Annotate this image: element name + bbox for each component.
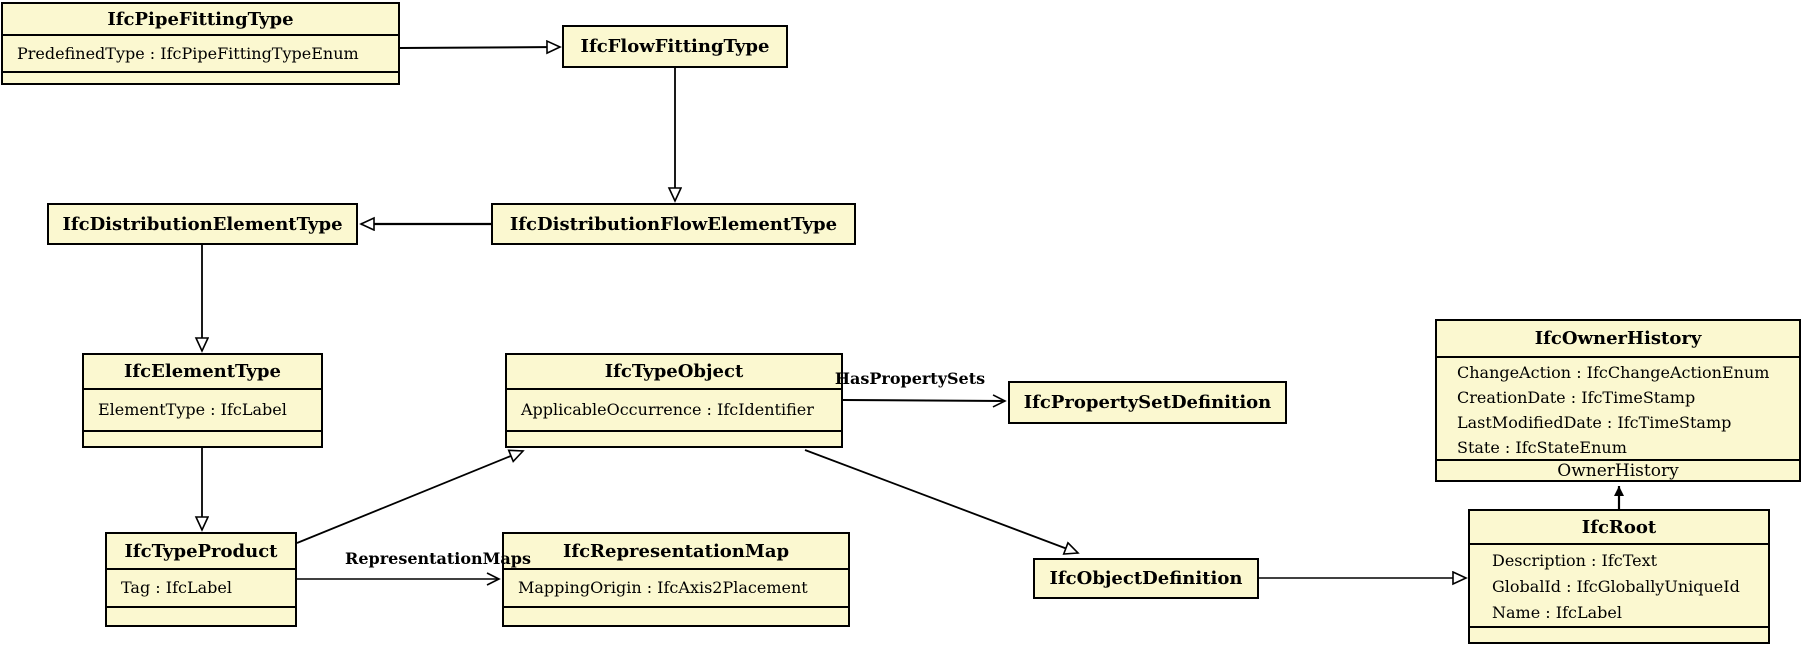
class-attribute: ChangeAction : IfcChangeActionEnum: [1457, 363, 1770, 382]
class-title: IfcPipeFittingType: [107, 8, 294, 30]
edge-label-ownerhistory: OwnerHistory: [1437, 459, 1799, 481]
class-title: IfcOwnerHistory: [1534, 328, 1702, 349]
class-box-ifcpropertysetdefinition[interactable]: IfcPropertySetDefinition: [1008, 381, 1287, 424]
class-box-ifctypeproduct[interactable]: IfcTypeProduct Tag : IfcLabel: [105, 532, 297, 627]
class-title: IfcTypeObject: [604, 361, 744, 382]
empty-compartment: [504, 606, 848, 625]
class-attribute: CreationDate : IfcTimeStamp: [1457, 388, 1696, 407]
class-box-ifcrepresentationmap[interactable]: IfcRepresentationMap MappingOrigin : Ifc…: [502, 532, 850, 627]
class-box-ifcownerhistory[interactable]: IfcOwnerHistory ChangeAction : IfcChange…: [1435, 319, 1801, 482]
class-box-ifcobjectdefinition[interactable]: IfcObjectDefinition: [1033, 558, 1259, 599]
edge-association-haspropertysets: [842, 394, 1007, 408]
class-attribute: PredefinedType : IfcPipeFittingTypeEnum: [17, 43, 359, 63]
class-title: IfcPropertySetDefinition: [1023, 392, 1272, 413]
edge-generalization-typeobject-objectdefinition: [804, 449, 1078, 553]
class-attribute: Tag : IfcLabel: [121, 578, 232, 597]
class-attribute: Description : IfcText: [1492, 551, 1658, 570]
class-attribute: ElementType : IfcLabel: [98, 400, 287, 419]
class-title: IfcObjectDefinition: [1049, 568, 1243, 589]
edge-generalization-typeproduct-typeobject: [296, 451, 523, 544]
class-box-ifcflowfittingtype[interactable]: IfcFlowFittingType: [562, 25, 788, 68]
class-box-ifcdistributionflowelementtype[interactable]: IfcDistributionFlowElementType: [491, 203, 856, 245]
class-attribute: GlobalId : IfcGloballyUniqueId: [1492, 577, 1740, 596]
edge-label-haspropertysets: HasPropertySets: [834, 369, 986, 388]
class-title: IfcRoot: [1581, 516, 1657, 538]
class-box-ifcelementtype[interactable]: IfcElementType ElementType : IfcLabel: [82, 353, 323, 448]
class-title: IfcFlowFittingType: [580, 36, 770, 57]
class-box-ifcroot[interactable]: IfcRoot Description : IfcText GlobalId :…: [1468, 509, 1770, 644]
class-attribute: State : IfcStateEnum: [1457, 438, 1627, 457]
empty-compartment: [507, 430, 841, 446]
class-box-ifcdistributionelementtype[interactable]: IfcDistributionElementType: [47, 203, 358, 245]
class-attribute: LastModifiedDate : IfcTimeStamp: [1457, 413, 1732, 432]
class-attribute: ApplicableOccurrence : IfcIdentifier: [521, 400, 814, 419]
class-title: IfcDistributionElementType: [62, 213, 343, 235]
class-title: IfcElementType: [124, 361, 281, 382]
class-title: IfcTypeProduct: [124, 540, 278, 562]
edge-label-representationmaps: RepresentationMaps: [345, 549, 531, 568]
class-attribute: Name : IfcLabel: [1492, 603, 1622, 622]
class-box-ifcpipefittingtype[interactable]: IfcPipeFittingType PredefinedType : IfcP…: [1, 2, 400, 85]
empty-compartment: [3, 71, 398, 83]
empty-compartment: [1470, 626, 1768, 642]
edge-generalization-pipefitting-flowfitting: [399, 47, 560, 48]
class-title: IfcRepresentationMap: [562, 540, 790, 562]
class-box-ifctypeobject[interactable]: IfcTypeObject ApplicableOccurrence : Ifc…: [505, 353, 843, 448]
empty-compartment: [84, 430, 321, 446]
empty-compartment: [107, 606, 295, 625]
class-attribute: MappingOrigin : IfcAxis2Placement: [518, 578, 808, 597]
class-title: IfcDistributionFlowElementType: [509, 213, 838, 235]
